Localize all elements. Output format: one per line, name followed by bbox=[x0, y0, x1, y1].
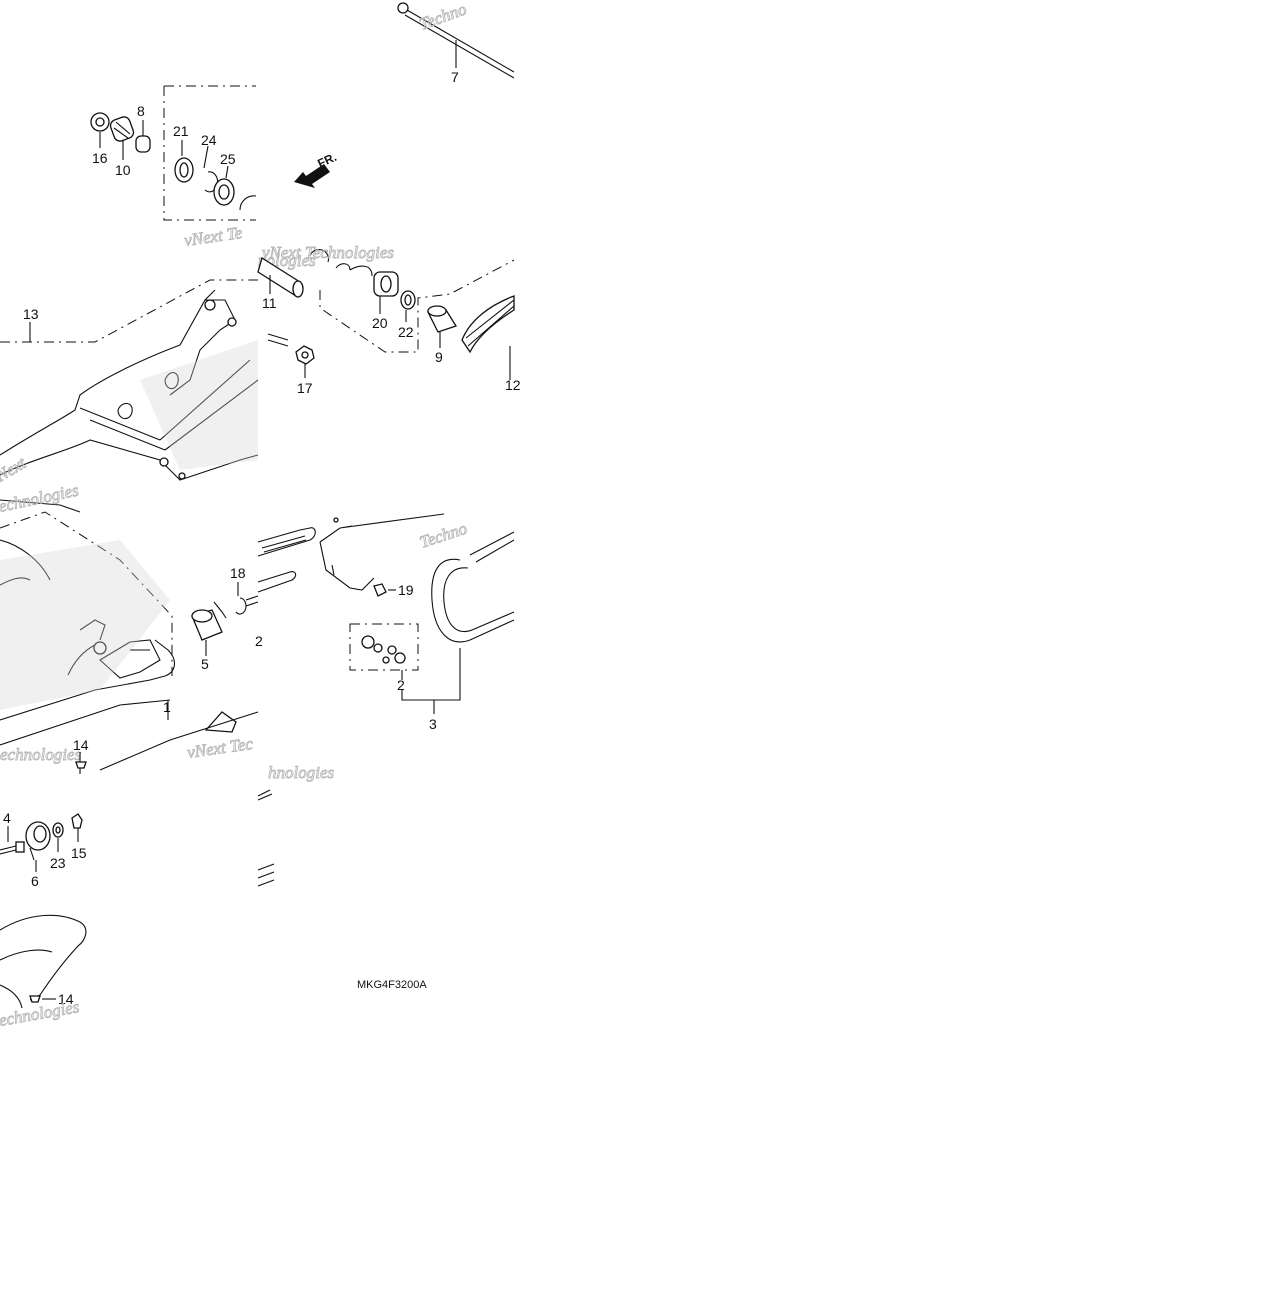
watermark: Next bbox=[0, 453, 30, 486]
callout-19: 19 bbox=[398, 582, 414, 598]
needle-bearing-10 bbox=[109, 116, 135, 142]
callout-1: 1 bbox=[163, 699, 171, 715]
watermark: echnologies bbox=[0, 480, 81, 516]
axle-adjuster-6 bbox=[25, 821, 51, 861]
watermark: vNext Tec bbox=[186, 734, 254, 762]
bolt-14-lower bbox=[29, 995, 41, 1003]
front-arrow-icon: FR. bbox=[294, 150, 339, 188]
pivot-collar-5 bbox=[191, 601, 227, 641]
bolt-14-upper bbox=[75, 761, 87, 774]
washer-23 bbox=[52, 822, 64, 838]
callout-3: 3 bbox=[429, 716, 437, 732]
watermark: echnologies bbox=[0, 997, 81, 1030]
snap-ring-18 bbox=[235, 597, 247, 615]
watermark: echnologies bbox=[0, 745, 82, 764]
callout-13: 13 bbox=[23, 306, 39, 322]
watermark: Techno bbox=[417, 519, 469, 552]
watermark: vNext Technologies bbox=[262, 243, 394, 262]
callout-16: 16 bbox=[92, 150, 108, 166]
needle-bearing-20 bbox=[373, 271, 399, 297]
watermark: vNext Te bbox=[183, 223, 244, 250]
stipple-region bbox=[140, 340, 258, 470]
pivot-bolt-stub bbox=[267, 333, 289, 347]
stipple-region bbox=[0, 540, 170, 710]
callout-25: 25 bbox=[220, 151, 236, 167]
swingarm-frame bbox=[0, 289, 259, 513]
callout-22: 22 bbox=[398, 324, 414, 340]
adjuster-bolt-4 bbox=[0, 841, 25, 855]
callout-5: 5 bbox=[201, 656, 209, 672]
pivot-nut-16 bbox=[90, 112, 110, 132]
swingarm-lower bbox=[0, 539, 175, 746]
master-link-2 bbox=[349, 623, 419, 671]
ball-bearing-25 bbox=[213, 178, 235, 206]
nut-15 bbox=[71, 813, 83, 829]
chain-guard-cover bbox=[0, 914, 87, 1009]
callout-6: 6 bbox=[31, 873, 39, 889]
bolt-19 bbox=[373, 583, 387, 597]
callout-2b: 2 bbox=[397, 677, 405, 693]
callout-12: 12 bbox=[505, 377, 521, 393]
callout-14a: 14 bbox=[73, 737, 89, 753]
pivot-collar-11 bbox=[257, 256, 304, 298]
seal-22 bbox=[400, 290, 416, 310]
callout-8: 8 bbox=[137, 103, 145, 119]
callout-24: 24 bbox=[201, 132, 217, 148]
axle-shaft-7 bbox=[397, 2, 515, 79]
chain-case bbox=[257, 513, 445, 593]
callout-9: 9 bbox=[435, 349, 443, 365]
front-label: FR. bbox=[315, 150, 338, 171]
nut-17 bbox=[295, 345, 315, 365]
drive-chain-3 bbox=[431, 531, 515, 643]
dust-seal-21 bbox=[174, 157, 194, 183]
chain-guide-tab bbox=[204, 711, 237, 733]
drawing-code: MKG4F3200A bbox=[357, 979, 427, 991]
callout-2a: 2 bbox=[255, 633, 263, 649]
watermark: hnologies bbox=[268, 763, 334, 782]
callout-15: 15 bbox=[71, 845, 87, 861]
callout-23: 23 bbox=[50, 855, 66, 871]
callout-4: 4 bbox=[3, 810, 11, 826]
callout-20: 20 bbox=[372, 315, 388, 331]
callout-10: 10 bbox=[115, 162, 131, 178]
watermark: Techno bbox=[417, 0, 469, 34]
collar-8 bbox=[135, 135, 151, 153]
callout-11: 11 bbox=[262, 295, 277, 311]
callout-7: 7 bbox=[451, 69, 459, 85]
collar-9 bbox=[427, 305, 457, 333]
callout-17: 17 bbox=[297, 380, 313, 396]
callout-14b: 14 bbox=[58, 991, 74, 1007]
callout-18: 18 bbox=[230, 565, 246, 581]
chain-slider-12 bbox=[461, 295, 515, 354]
callout-21: 21 bbox=[173, 123, 189, 139]
